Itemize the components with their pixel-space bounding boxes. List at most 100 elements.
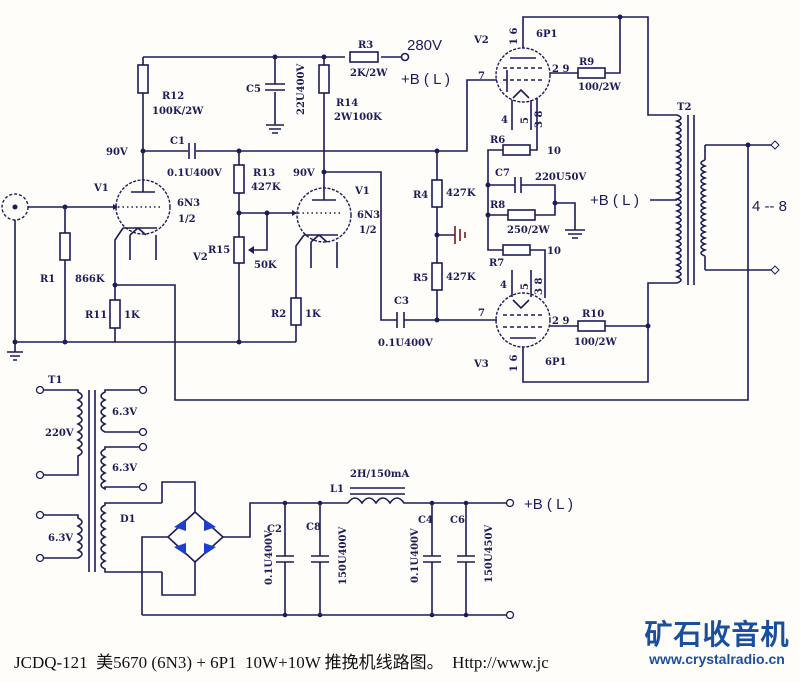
label: C7 (495, 168, 510, 179)
label: 90V (106, 147, 128, 158)
label: 1K (124, 310, 140, 321)
label: 0.1U400V (378, 338, 433, 349)
label: 5 (520, 117, 531, 124)
label: R6 (490, 135, 505, 146)
label: 4 (501, 115, 508, 126)
label: 1K (305, 309, 321, 320)
label: 6.3V (48, 533, 73, 544)
label: 2W100K (334, 112, 382, 123)
filter-capacitors (142, 500, 506, 618)
component-labels: R3 280V 2K/2W +B ( L ) R12 100K/2W C5 22… (40, 28, 787, 585)
power-transformer-t1 (44, 389, 162, 573)
label: R13 (253, 168, 275, 179)
label: +B ( L ) (590, 192, 639, 209)
label: 4 (500, 280, 507, 291)
label: 1/2 (178, 214, 196, 225)
label: V1 (354, 186, 370, 197)
tube-v1b (292, 187, 352, 268)
logo-title: 矿石收音机 (644, 618, 790, 651)
label: 150U400V (338, 527, 349, 585)
label: D1 (120, 514, 136, 525)
capacitor-c7 (514, 177, 522, 193)
ps-terminals[interactable] (505, 498, 515, 620)
label: 1 6 (509, 355, 520, 372)
label: 100/2W (574, 337, 617, 348)
label: T1 (48, 375, 62, 386)
label: 3 8 (534, 111, 545, 128)
label: 22U400V (296, 63, 307, 115)
label: 427K (446, 272, 476, 283)
label: R14 (336, 98, 358, 109)
resistor-r9 (577, 67, 606, 79)
resistor-r5 (431, 262, 443, 291)
label: 6P1 (536, 29, 557, 40)
potentiometer-r15 (233, 236, 245, 264)
label: R5 (413, 273, 428, 284)
ground-c7-icon (565, 229, 585, 239)
label: 2 9 (552, 64, 569, 75)
label: 150U450V (484, 525, 495, 583)
input-jack[interactable] (1, 193, 29, 221)
label: 2K/2W (350, 68, 388, 79)
site-logo: 矿石收音机 www.crystalradio.cn (634, 618, 800, 668)
choke-l1 (347, 487, 506, 505)
resistor-r8 (507, 209, 536, 221)
label: C4 (418, 515, 433, 526)
label: 10 (547, 246, 561, 257)
label: 250/2W (507, 225, 550, 236)
label: R8 (490, 200, 505, 211)
label: 2 9 (552, 316, 569, 327)
label: R2 (271, 309, 286, 320)
label: R10 (582, 309, 604, 320)
label: V2 (473, 35, 489, 46)
b-plus-terminal[interactable] (400, 52, 410, 62)
diagram-caption: JCDQ-121 美5670 (6N3) + 6P1 10W+10W 推挽机线路… (14, 653, 549, 672)
label: R1 (40, 274, 55, 285)
label: C3 (394, 296, 409, 307)
label: 4 -- 8 (752, 198, 787, 215)
capacitor-c5 (265, 83, 285, 134)
resistor-r11 (109, 299, 121, 329)
resistor-r12 (137, 64, 149, 94)
tube-v2 (495, 47, 551, 130)
resistor-r2 (290, 297, 302, 326)
label: 1/2 (359, 225, 377, 236)
speaker-terminals[interactable] (770, 140, 780, 275)
terminals-t1[interactable] (35, 385, 148, 563)
label: 7 (478, 308, 485, 319)
label: R11 (85, 310, 107, 321)
label: 90V (293, 168, 315, 179)
capacitor-c3 (396, 312, 405, 328)
label: 5 (520, 283, 531, 290)
ground-left-icon (7, 351, 23, 361)
label: 6.3V (112, 463, 137, 474)
label: R3 (358, 40, 373, 51)
label: +B ( L ) (401, 71, 450, 88)
tube-v3 (495, 270, 551, 348)
resistor-r4 (431, 179, 443, 208)
label: V3 (473, 359, 489, 370)
label: 0.1U400V (264, 530, 275, 585)
resistor-r14 (318, 64, 330, 94)
label: 427K (251, 182, 281, 193)
resistor-r13 (233, 164, 245, 194)
label: R7 (489, 258, 504, 269)
label: 10 (547, 146, 561, 157)
junction-dots (12, 14, 751, 345)
label: C2 (267, 524, 282, 535)
label: 7 (478, 71, 485, 82)
label: C1 (170, 136, 185, 147)
label: 50K (254, 260, 277, 271)
logo-url[interactable]: www.crystalradio.cn (649, 651, 785, 667)
tube-v1a (113, 179, 171, 260)
resistor-r3 (349, 51, 379, 63)
label: 6P1 (545, 357, 566, 368)
label: R15 (208, 245, 230, 256)
capacitor-c1 (188, 143, 196, 159)
label: L1 (330, 484, 344, 495)
label: 220U50V (535, 172, 587, 183)
resistor-r10 (577, 320, 606, 332)
label: 280V (407, 37, 442, 54)
